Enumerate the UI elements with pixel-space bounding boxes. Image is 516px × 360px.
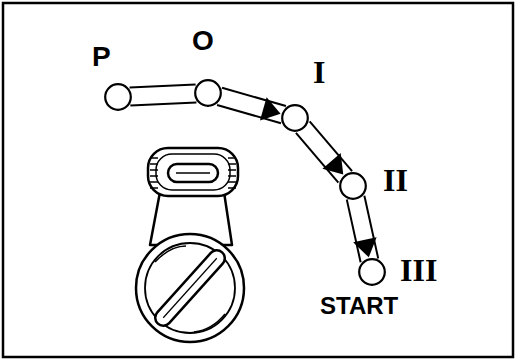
position-track [130,94,196,97]
track-outline [303,127,345,177]
position-track [220,96,284,120]
position-circle: IIISTART [358,258,386,286]
arrowhead [260,97,281,120]
position-circle-outline [104,83,132,111]
position-circle: O [194,79,222,107]
start-label: START [320,294,398,318]
ridge [228,187,236,189]
position-circle: II [339,172,367,200]
position-circle-outline [339,172,367,200]
position-circle-shape [282,105,308,131]
position-circle-outline [281,104,309,132]
arrowhead [353,237,376,257]
track-fill [303,127,345,177]
position-label: P [92,43,111,71]
ridge [150,175,158,177]
ridge [228,157,236,159]
position-circle-shape [105,84,131,110]
ridge [228,169,236,171]
position-circle-shape [359,259,385,285]
position-label: III [400,254,437,286]
track-outline [130,94,196,97]
position-track [353,198,376,261]
ridge [228,181,236,183]
arrowhead [322,153,343,174]
ridge [228,175,236,177]
ridge [150,157,158,159]
ridge [150,163,158,165]
position-label: O [192,27,214,55]
position-circle: P [104,83,132,111]
track-fill [130,94,196,97]
position-circle-shape [195,80,221,106]
ridge [228,163,236,165]
position-circle-outline [194,79,222,107]
position-label: I [313,56,325,88]
ridge [150,181,158,183]
position-circle-outline [358,258,386,286]
position-track [303,127,345,177]
ridge [150,187,158,189]
ridge [150,169,158,171]
position-label: II [383,164,408,196]
position-circle: I [281,104,309,132]
position-circle-shape [340,173,366,199]
